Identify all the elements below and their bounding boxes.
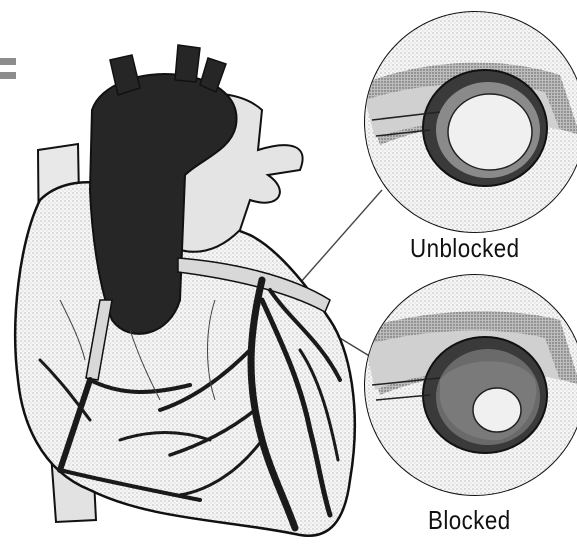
aorta-branch-2: [175, 45, 200, 82]
edge-marks: [0, 58, 16, 79]
artery-crosssection-unblocked: [360, 10, 577, 240]
heart-illustration: [15, 45, 355, 536]
artery-crosssection-blocked: [360, 275, 577, 505]
aorta-branch-3: [200, 58, 226, 92]
label-blocked: Blocked: [428, 505, 511, 536]
label-unblocked: Unblocked: [410, 233, 520, 264]
